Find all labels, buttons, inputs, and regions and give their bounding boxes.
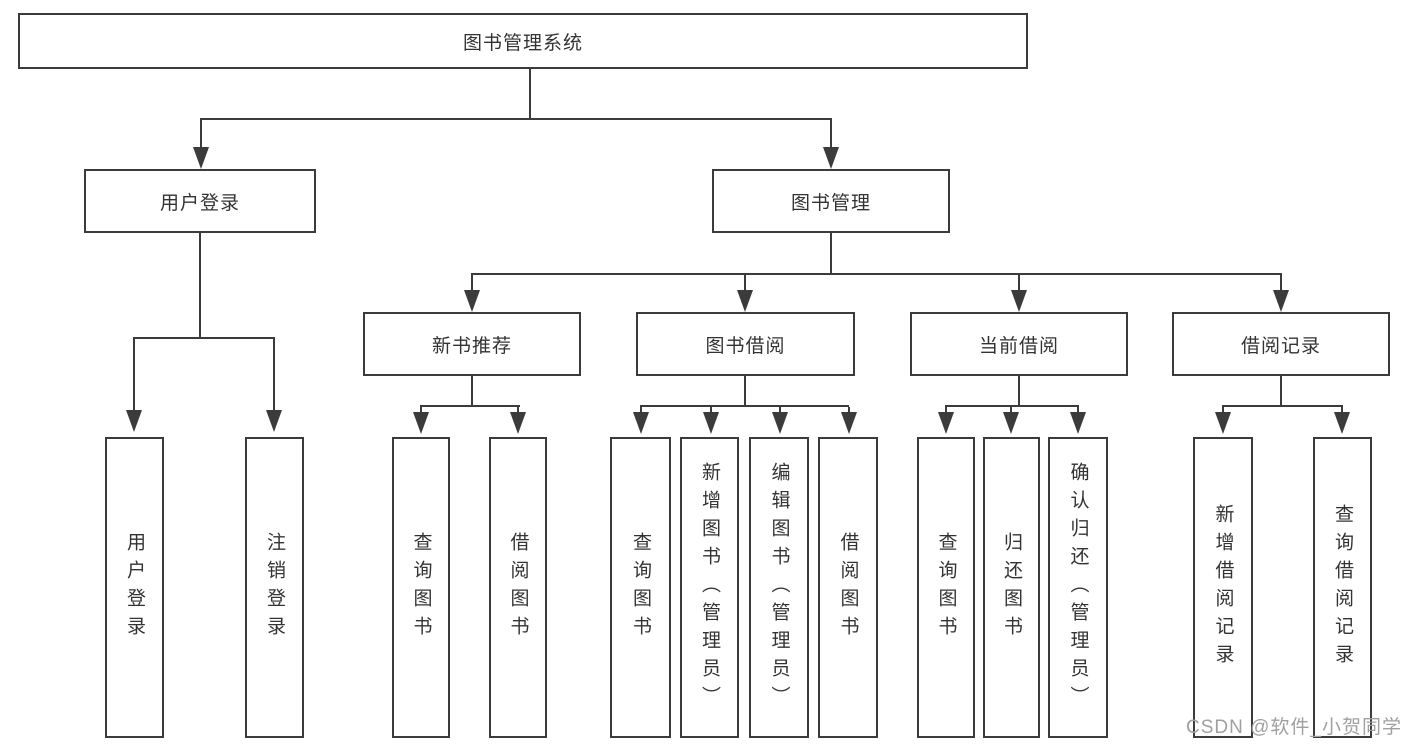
connector-to-new-book-rec [471, 275, 473, 290]
connector-root-rail [200, 118, 832, 120]
arrowhead-icon [1273, 290, 1289, 312]
arrowhead-icon [510, 412, 526, 434]
connector-group1-drop [517, 407, 519, 412]
arrowhead-icon [464, 290, 480, 312]
leaf-user-login: 用户登录 [105, 437, 164, 738]
node-new-book-recommendation: 新书推荐 [363, 312, 581, 376]
connector-group3-drop [1077, 407, 1079, 412]
connector-root-stem [529, 69, 531, 118]
connector-group2-drop [640, 407, 642, 412]
leaf-query-borrow-record: 查询借阅记录 [1313, 437, 1372, 738]
connector-group2-rail [640, 405, 849, 407]
arrowhead-icon [1003, 412, 1019, 434]
arrowhead-icon [737, 290, 753, 312]
connector-user-login-stem [199, 233, 201, 337]
node-current-borrowing: 当前借阅 [910, 312, 1128, 376]
connector-to-leaf-user-login [133, 339, 135, 410]
connector-user-login-rail [133, 337, 275, 339]
arrowhead-icon [633, 412, 649, 434]
connector-group4-drop [1222, 407, 1224, 412]
leaf-add-books-admin: 新增图书（管理员） [680, 437, 739, 738]
leaf-add-borrow-record: 新增借阅记录 [1193, 437, 1253, 738]
connector-group2-drop [710, 407, 712, 412]
connector-group3-rail [945, 405, 1079, 407]
connector-to-user-login [200, 120, 202, 147]
leaf-confirm-return-admin: 确认归还（管理员） [1048, 437, 1108, 738]
node-user-login: 用户登录 [84, 169, 316, 233]
leaf-borrow-books: 借阅图书 [818, 437, 878, 738]
leaf-return-books: 归还图书 [983, 437, 1040, 738]
arrowhead-icon [772, 412, 788, 434]
arrowhead-icon [938, 412, 954, 434]
connector-group1-rail [420, 405, 520, 407]
connector-group2-stem [744, 376, 746, 405]
connector-book-mgmt-rail [471, 273, 1282, 275]
connector-group1-stem [471, 376, 473, 405]
connector-group4-drop [1341, 407, 1343, 412]
leaf-logout: 注销登录 [245, 437, 304, 738]
csdn-watermark: CSDN @软件_小贺同学 [1186, 717, 1402, 738]
leaf-query-books-rec: 查询图书 [392, 437, 450, 738]
arrowhead-icon [126, 410, 142, 432]
node-book-management: 图书管理 [712, 169, 950, 233]
connector-group2-drop [848, 407, 850, 412]
connector-book-mgmt-stem [830, 233, 832, 273]
node-library-management-system: 图书管理系统 [18, 13, 1028, 69]
connector-to-leaf-logout [273, 339, 275, 410]
arrowhead-icon [1011, 290, 1027, 312]
arrowhead-icon [823, 147, 839, 169]
leaf-borrow-books-rec: 借阅图书 [489, 437, 547, 738]
arrowhead-icon [413, 412, 429, 434]
leaf-query-books-borrowing: 查询图书 [610, 437, 671, 738]
connector-group2-drop [779, 407, 781, 412]
connector-to-current-borrowing [1018, 275, 1020, 290]
node-borrowing-records: 借阅记录 [1172, 312, 1390, 376]
node-book-borrowing: 图书借阅 [636, 312, 855, 376]
connector-to-borrowing-records [1280, 275, 1282, 290]
connector-group4-rail [1222, 405, 1343, 407]
arrowhead-icon [703, 412, 719, 434]
connector-to-book-borrowing [744, 275, 746, 290]
leaf-query-books-current: 查询图书 [917, 437, 975, 738]
connector-group3-stem [1018, 376, 1020, 405]
connector-group3-drop [945, 407, 947, 412]
arrowhead-icon [1070, 412, 1086, 434]
connector-group1-drop [420, 407, 422, 412]
connector-to-book-mgmt [830, 120, 832, 147]
arrowhead-icon [1215, 412, 1231, 434]
arrowhead-icon [266, 410, 282, 432]
leaf-edit-books-admin: 编辑图书（管理员） [749, 437, 809, 738]
arrowhead-icon [841, 412, 857, 434]
connector-group3-drop [1010, 407, 1012, 412]
arrowhead-icon [1334, 412, 1350, 434]
connector-group4-stem [1280, 376, 1282, 405]
arrowhead-icon [193, 147, 209, 169]
